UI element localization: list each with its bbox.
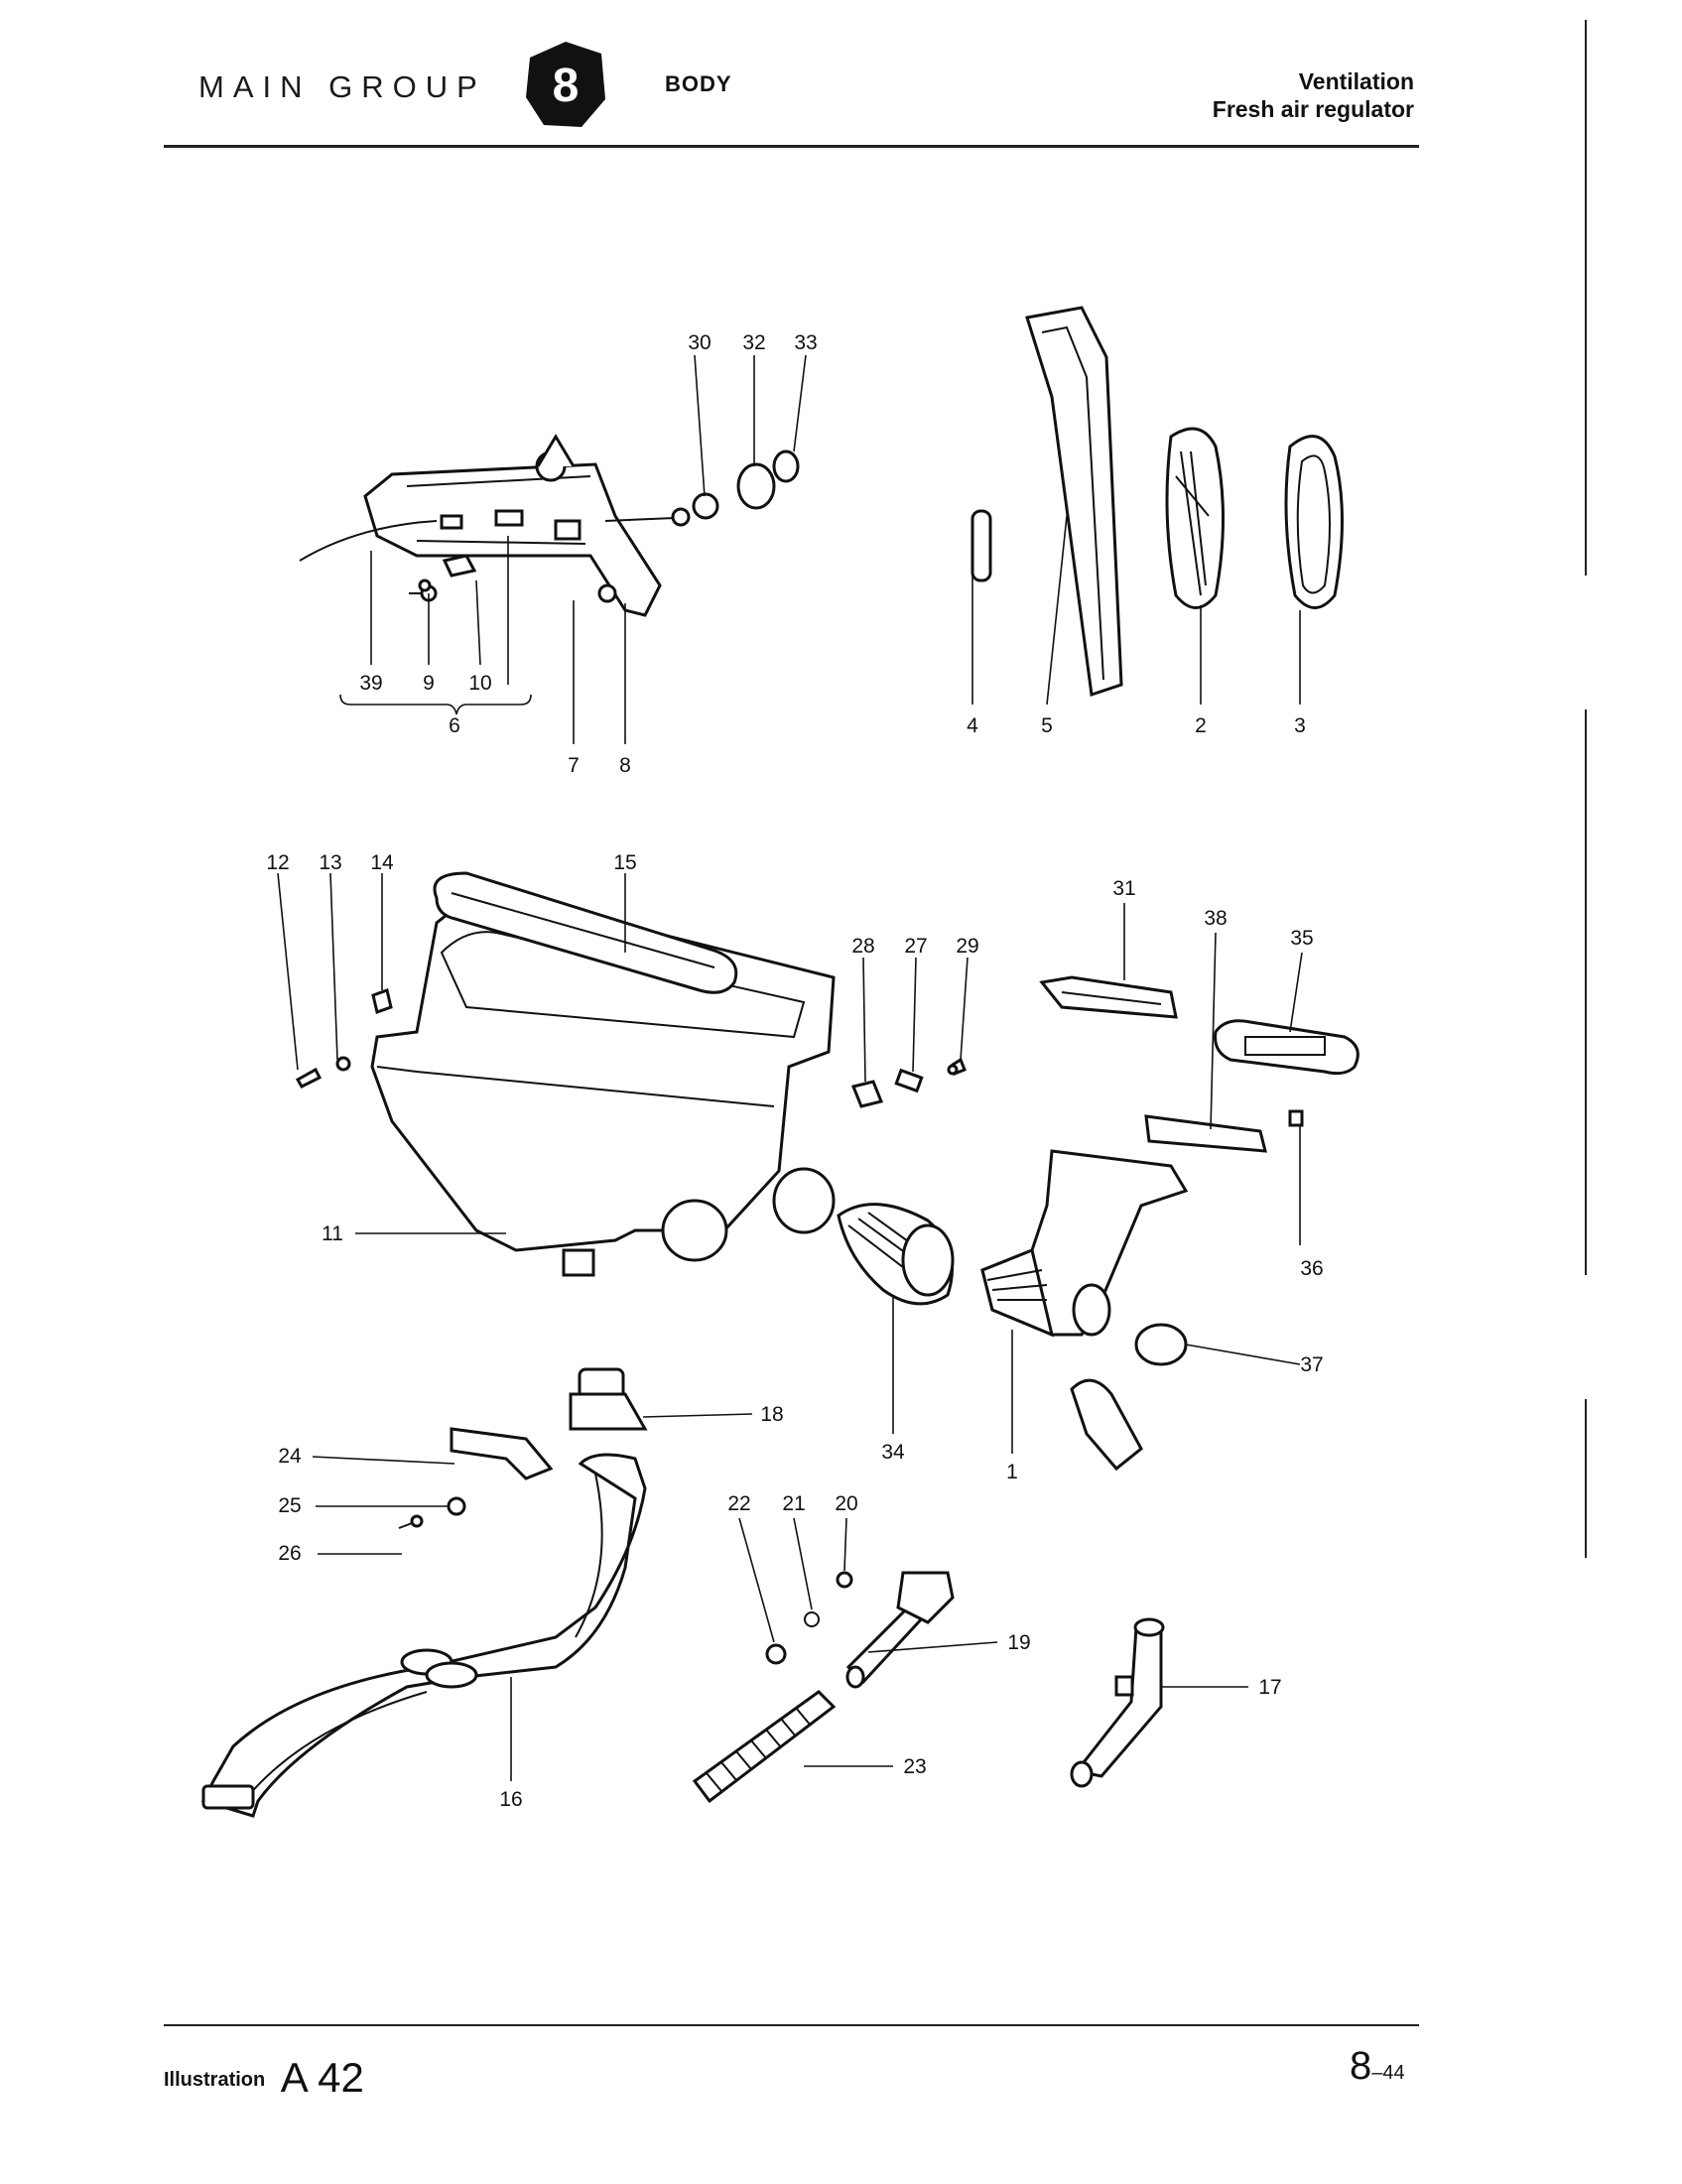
- title-line-1: Ventilation: [1298, 68, 1414, 94]
- callout-35: 35: [1290, 927, 1313, 950]
- callout-5: 5: [1041, 714, 1053, 737]
- callout-26: 26: [278, 1542, 301, 1565]
- nut-washer-set-drawing: [765, 1571, 853, 1665]
- connector-pipe-drawing: [569, 1367, 648, 1431]
- flexible-hose-drawing: [1070, 1378, 1143, 1472]
- elbow-pipe-short-drawing: [845, 1571, 955, 1689]
- callout-4: 4: [967, 714, 978, 737]
- grommet-drawing: [1134, 1323, 1188, 1366]
- callout-13: 13: [319, 851, 341, 874]
- grille-seal-drawing: [1165, 427, 1225, 609]
- callout-1: 1: [1006, 1461, 1018, 1483]
- margin-line-lower: [1585, 1399, 1587, 1558]
- vent-outlet-right-drawing: [1214, 1019, 1359, 1076]
- callout-16: 16: [499, 1788, 522, 1811]
- bracket-drawing: [450, 1427, 554, 1480]
- leader-lines: [277, 354, 1303, 1781]
- elbow-pipe-long-drawing: [1070, 1617, 1165, 1788]
- callout-31: 31: [1112, 877, 1135, 900]
- air-hose-drawing: [837, 1203, 955, 1306]
- callout-numbers: 30 32 33 39 9 10 6 7 8 4 5 2 3 12 13 14 …: [266, 331, 1323, 1811]
- title-line-2: Fresh air regulator: [1212, 96, 1414, 122]
- callout-28: 28: [851, 935, 874, 958]
- small-clip-drawing: [1288, 1109, 1304, 1127]
- callout-32: 32: [742, 331, 765, 354]
- screw-drawing: [398, 1514, 424, 1529]
- callout-12: 12: [266, 851, 289, 874]
- callout-6: 6: [449, 714, 460, 737]
- margin-line-mid: [1585, 709, 1587, 1275]
- illustration-id: A 42: [280, 2054, 364, 2101]
- page-number: 8–44: [1350, 2044, 1405, 2089]
- page-title: Ventilation Fresh air regulator: [1213, 67, 1414, 123]
- group-number: 8: [553, 60, 580, 112]
- callout-21: 21: [782, 1492, 805, 1515]
- callout-33: 33: [794, 331, 817, 354]
- callout-14: 14: [370, 851, 394, 874]
- callout-22: 22: [727, 1492, 750, 1515]
- callout-17: 17: [1258, 1676, 1281, 1699]
- vent-frame-drawing: [1144, 1114, 1267, 1153]
- callout-19: 19: [1007, 1631, 1030, 1654]
- corrugated-hose-drawing: [692, 1690, 837, 1804]
- callout-3: 3: [1294, 714, 1306, 737]
- callout-39: 39: [359, 672, 382, 695]
- callout-2: 2: [1195, 714, 1207, 737]
- small-fasteners-drawing: [295, 988, 967, 1108]
- callout-29: 29: [956, 935, 978, 958]
- callout-8: 8: [619, 754, 631, 777]
- callout-10: 10: [468, 672, 491, 695]
- main-group-label: MAIN GROUP: [198, 69, 486, 104]
- air-channel-drawing: [970, 306, 1123, 697]
- callout-27: 27: [904, 935, 927, 958]
- header-rule: [164, 145, 1419, 148]
- callout-18: 18: [760, 1403, 783, 1426]
- callout-36: 36: [1300, 1257, 1323, 1280]
- callout-37: 37: [1300, 1353, 1323, 1376]
- callout-15: 15: [613, 851, 636, 874]
- group-badge: 8: [526, 42, 605, 127]
- vent-outlet-upper-drawing: [1039, 975, 1178, 1019]
- callout-7: 7: [568, 754, 580, 777]
- illustration-caption: Illustration A 42: [164, 2054, 364, 2102]
- callout-30: 30: [688, 331, 711, 354]
- lever-assembly-drawing: [299, 434, 800, 617]
- callout-25: 25: [278, 1494, 301, 1517]
- housing-seal-drawing: [433, 871, 738, 994]
- callout-9: 9: [423, 672, 435, 695]
- callout-38: 38: [1204, 907, 1227, 930]
- footer-rule: [164, 2024, 1419, 2026]
- section-label: BODY: [665, 71, 732, 96]
- washer-drawing: [447, 1496, 466, 1516]
- page-number-main: 8: [1350, 2044, 1372, 2088]
- callout-24: 24: [278, 1445, 302, 1468]
- callout-11: 11: [322, 1222, 343, 1245]
- callout-23: 23: [903, 1755, 926, 1778]
- distribution-duct-drawing: [980, 1149, 1189, 1338]
- ring-seal-drawing: [1284, 435, 1344, 609]
- illustration-label: Illustration: [164, 2069, 266, 2091]
- page-number-sub: –44: [1371, 2062, 1405, 2084]
- margin-line-upper: [1585, 20, 1587, 576]
- heater-pipe-drawing: [200, 1453, 647, 1818]
- callout-20: 20: [835, 1492, 857, 1515]
- callout-34: 34: [881, 1441, 905, 1464]
